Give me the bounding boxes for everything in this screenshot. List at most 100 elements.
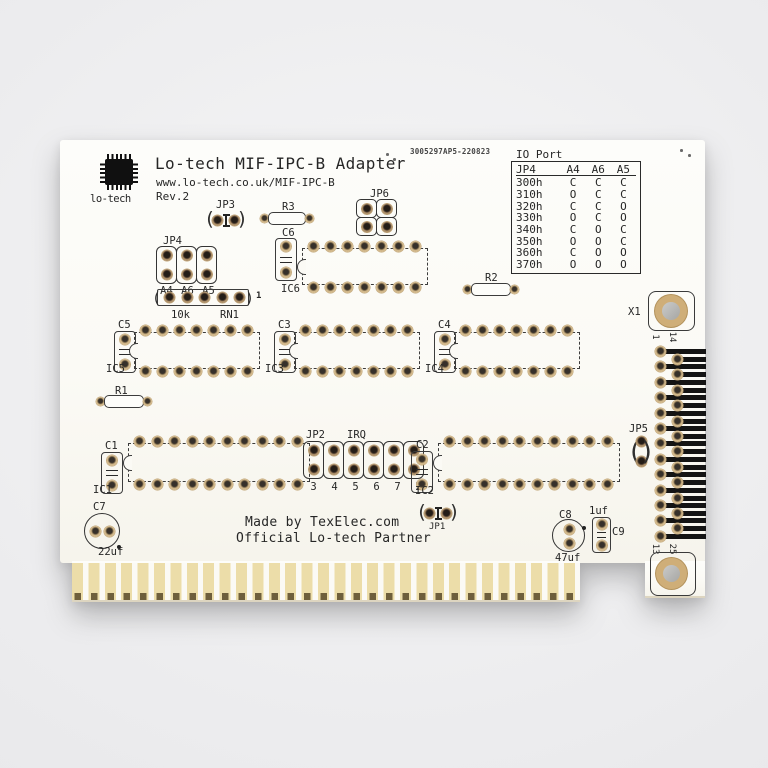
pad: [119, 334, 131, 345]
ic6-dip14: [297, 240, 430, 294]
pad: [104, 526, 115, 537]
io-cell: 360h: [516, 246, 543, 260]
ic2-dip20: [433, 434, 622, 492]
pad: [106, 480, 118, 491]
partner-text: Official Lo-tech Partner: [236, 531, 432, 546]
resistor-body: [104, 395, 144, 408]
pad: [140, 325, 151, 336]
io-cell: C: [569, 246, 577, 260]
pad: [368, 464, 379, 475]
io-cell: 310h: [516, 188, 543, 202]
c2-label: C2: [416, 439, 429, 451]
pad: [655, 453, 666, 465]
pad: [672, 431, 683, 442]
pad: [655, 346, 666, 357]
pad: [596, 540, 607, 551]
io-cell: C: [620, 223, 627, 237]
c8-value: 47uf: [555, 552, 581, 564]
edge-trace: [660, 518, 706, 524]
pad: [477, 366, 488, 377]
io-table-header-row: JP4 A4 A6 A5: [516, 163, 636, 176]
pad: [410, 241, 421, 252]
gold-finger-tips: [72, 593, 580, 600]
cap-symbol: [416, 469, 428, 475]
x1-mounting-hole: [655, 295, 687, 327]
pad: [191, 325, 202, 336]
logo-text: lo-tech: [90, 193, 131, 205]
chip-die: [105, 159, 133, 185]
io-cell: 370h: [516, 258, 543, 272]
io-header: A4: [566, 162, 580, 176]
pad: [161, 250, 172, 261]
pad: [655, 530, 666, 542]
ic-notch: [449, 343, 458, 359]
pad: [225, 325, 236, 336]
pad: [566, 436, 578, 447]
pad: [181, 292, 193, 303]
pad: [279, 334, 291, 345]
pad: [672, 446, 683, 458]
pad: [410, 282, 421, 293]
pad: [191, 366, 202, 377]
jp6-cell: [356, 199, 377, 218]
c4-label: C4: [438, 319, 451, 331]
io-cell: C: [569, 223, 577, 237]
r2-resistor: [463, 283, 519, 296]
c7-value: 22uf: [98, 546, 124, 558]
pad: [181, 250, 192, 261]
io-cell: 300h: [516, 176, 543, 190]
jp5-jumper: ( ): [627, 435, 655, 471]
pad: [208, 366, 219, 377]
pad: [291, 479, 303, 490]
io-cell: C: [620, 188, 627, 202]
pad: [201, 250, 212, 261]
pad: [134, 436, 145, 447]
pad: [562, 325, 573, 336]
jp2-header: [303, 441, 424, 479]
jp6-label: JP6: [370, 188, 389, 200]
jp2-cell: [363, 441, 384, 479]
jp2-cell: [343, 441, 364, 479]
edge-trace: [677, 403, 706, 409]
pad: [564, 538, 575, 549]
pad: [385, 325, 396, 336]
pad: [151, 479, 163, 490]
jp5-label: JP5: [629, 423, 648, 435]
pad: [636, 456, 647, 467]
jp3-jumper: ( ): [204, 208, 248, 232]
pad: [348, 464, 359, 475]
io-cell: O: [594, 258, 602, 272]
jp2-pin: 4: [331, 481, 338, 493]
pad: [308, 241, 319, 252]
edge-trace: [660, 410, 706, 416]
ic3-dip14: [289, 324, 422, 378]
pad: [381, 221, 392, 232]
x1-mount-outline: [648, 291, 695, 331]
pad: [655, 361, 666, 373]
pad: [328, 445, 339, 456]
edge-trace: [660, 487, 706, 493]
c7-capacitor: [84, 513, 121, 549]
pad: [408, 445, 419, 456]
pad: [528, 366, 539, 377]
pad: [368, 445, 379, 456]
pad: [361, 221, 372, 232]
edge-trace: [660, 364, 706, 370]
pad: [325, 282, 336, 293]
c7-label: C7: [93, 501, 106, 513]
jp1-jumper: ( ): [416, 501, 460, 525]
board-url: www.lo-tech.co.uk/MIF-IPC-B: [156, 176, 335, 189]
pad: [510, 285, 519, 294]
pad: [672, 354, 683, 365]
jp4-cell: [156, 246, 177, 284]
x2-mounting-hole: [656, 558, 687, 589]
pad: [381, 203, 392, 214]
paren: (: [416, 501, 428, 523]
edge-trace: [677, 357, 706, 362]
pad: [393, 241, 404, 252]
jp6-header: [356, 199, 399, 236]
